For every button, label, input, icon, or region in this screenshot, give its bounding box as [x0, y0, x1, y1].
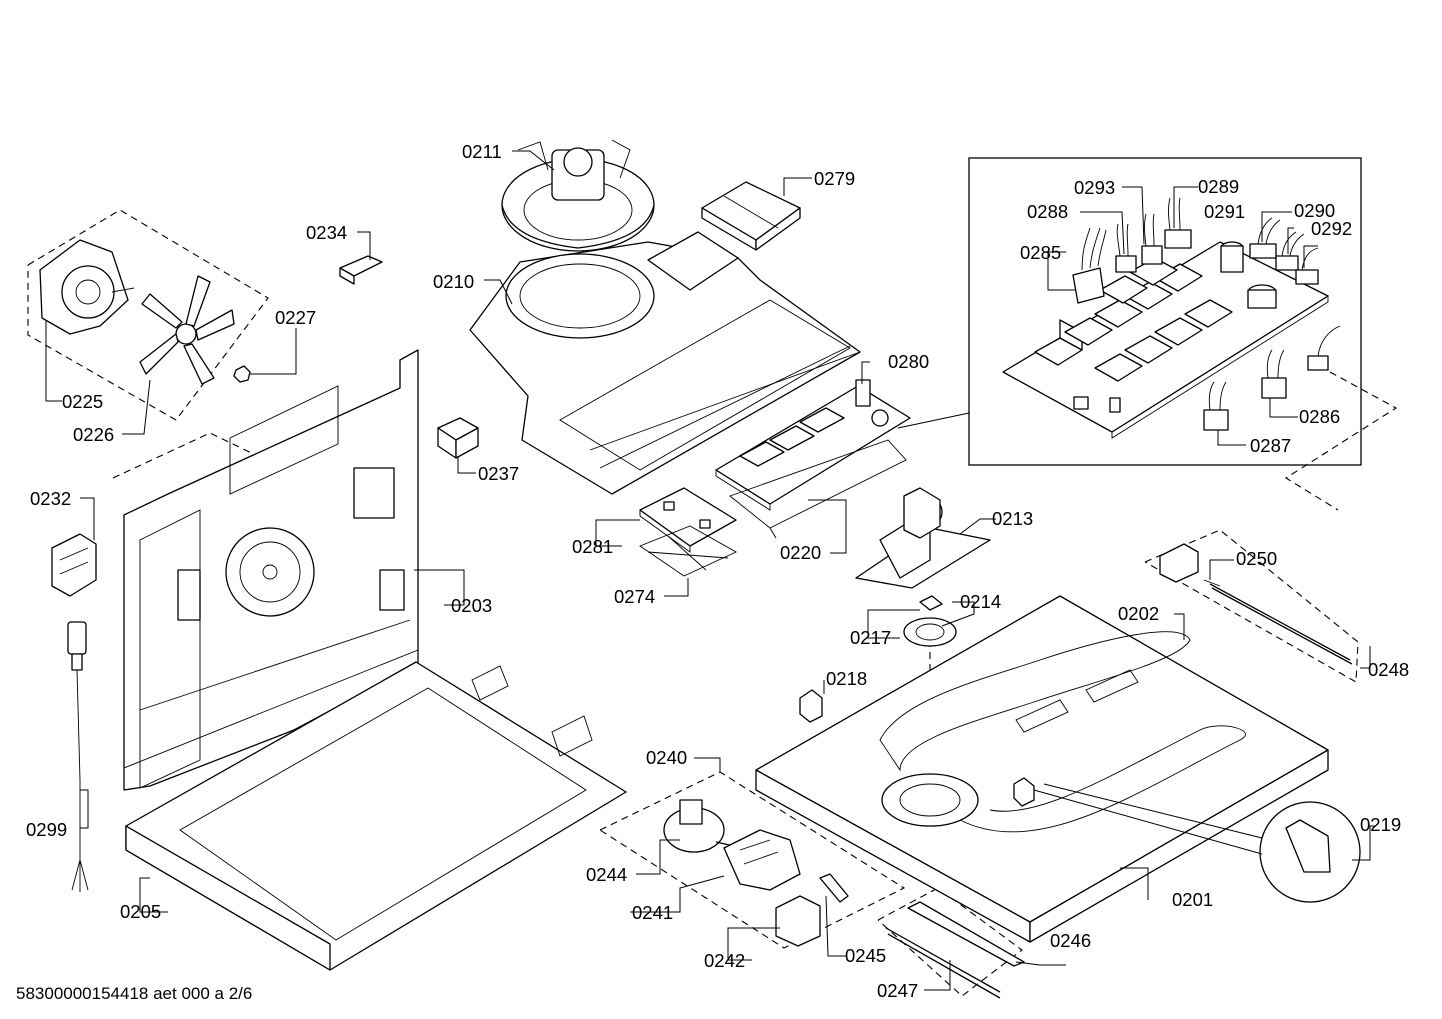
- label-0219: 0219: [1360, 814, 1401, 835]
- label-0293: 0293: [1074, 177, 1115, 198]
- label-0250: 0250: [1236, 548, 1277, 569]
- inset-connector-0286: [1261, 349, 1287, 399]
- inset-connector-0293: [1141, 213, 1163, 265]
- inset-connector-0285: [1072, 227, 1107, 304]
- detail-inset: [897, 157, 1362, 466]
- label-0217: 0217: [850, 627, 891, 648]
- base-tray: [755, 595, 1329, 943]
- inset-connector-0292: [1295, 247, 1319, 285]
- cooling-fan-motor: [855, 487, 991, 589]
- fan-motor-assembly: [501, 139, 655, 252]
- fan-housing-plate: [469, 231, 861, 495]
- terminal-block: [701, 181, 801, 251]
- label-0203: 0203: [451, 595, 492, 616]
- board-bracket: [729, 439, 907, 539]
- switch-0242: [775, 895, 821, 947]
- label-0279: 0279: [814, 168, 855, 189]
- label-0205: 0205: [120, 901, 161, 922]
- label-0287: 0287: [1250, 435, 1291, 456]
- label-0286: 0286: [1299, 406, 1340, 427]
- label-0214: 0214: [960, 591, 1001, 612]
- label-0210: 0210: [433, 271, 474, 292]
- label-0280: 0280: [888, 351, 929, 372]
- label-0237: 0237: [478, 463, 519, 484]
- label-0288: 0288: [1027, 201, 1068, 222]
- hinge-bracket: [799, 689, 823, 723]
- switch-block: [437, 417, 479, 459]
- label-0246: 0246: [1050, 930, 1091, 951]
- label-0211: 0211: [462, 141, 502, 162]
- inset-connector-0289: [1164, 197, 1192, 249]
- clip-part: [919, 595, 943, 611]
- document-code: 58300000154418 aet 000 a 2/6: [16, 984, 252, 1003]
- bottom-front-frame: [125, 661, 627, 971]
- inset-circuit-board: [1002, 241, 1329, 439]
- part-labels: 0211 0279 0234 0210 0227 0225 0226 0280 …: [26, 141, 1409, 1001]
- label-0291: 0291: [1204, 201, 1245, 222]
- small-bracket: [339, 255, 383, 285]
- label-0299: 0299: [26, 819, 67, 840]
- inset-sensor-cable: [1307, 325, 1341, 371]
- rail-guide: [1159, 543, 1353, 665]
- power-cord: [67, 621, 89, 892]
- sensor-detail-circle: [1033, 783, 1361, 903]
- convection-fan-motor: [39, 239, 135, 335]
- label-0289: 0289: [1198, 176, 1239, 197]
- sensor-small: [1013, 777, 1035, 807]
- label-0234: 0234: [306, 222, 347, 243]
- label-0201: 0201: [1172, 889, 1213, 910]
- rod-0247: [885, 927, 1001, 999]
- motor-0244: [663, 799, 735, 853]
- label-0248: 0248: [1368, 659, 1409, 680]
- label-0213: 0213: [992, 508, 1033, 529]
- fan-impeller: [139, 275, 235, 385]
- fan-wheel-cover: [903, 617, 957, 647]
- label-0241: 0241: [632, 902, 673, 923]
- label-0220: 0220: [780, 542, 821, 563]
- label-0292: 0292: [1311, 218, 1352, 239]
- rod-0246: [907, 901, 1025, 967]
- label-0202: 0202: [1118, 603, 1159, 624]
- label-0247: 0247: [877, 980, 918, 1001]
- control-board: [715, 379, 911, 511]
- label-0226: 0226: [73, 424, 114, 445]
- inset-connector-0287: [1203, 381, 1229, 431]
- sensor-0245: [819, 873, 849, 903]
- cable-clamp: [51, 533, 97, 597]
- label-0290: 0290: [1294, 200, 1335, 221]
- label-0225: 0225: [62, 391, 103, 412]
- back-wall-panel: [123, 349, 419, 791]
- label-0245: 0245: [845, 945, 886, 966]
- label-0240: 0240: [646, 747, 687, 768]
- label-0244: 0244: [586, 864, 627, 885]
- label-0274: 0274: [614, 586, 655, 607]
- label-0218: 0218: [826, 668, 867, 689]
- impeller-nut: [233, 365, 251, 383]
- aux-board: [639, 487, 737, 553]
- label-0285: 0285: [1020, 242, 1061, 263]
- label-0232: 0232: [30, 488, 71, 509]
- aux-board-bracket: [639, 525, 737, 577]
- door-lock-mechanism: [723, 829, 801, 891]
- inset-relays: [1034, 257, 1233, 382]
- label-0242: 0242: [704, 950, 745, 971]
- inset-connector-0291: [1249, 217, 1281, 259]
- inset-connector-0288: [1115, 223, 1137, 273]
- label-0281: 0281: [572, 536, 613, 557]
- label-0227: 0227: [275, 307, 316, 328]
- leader-lines: [45, 150, 1376, 991]
